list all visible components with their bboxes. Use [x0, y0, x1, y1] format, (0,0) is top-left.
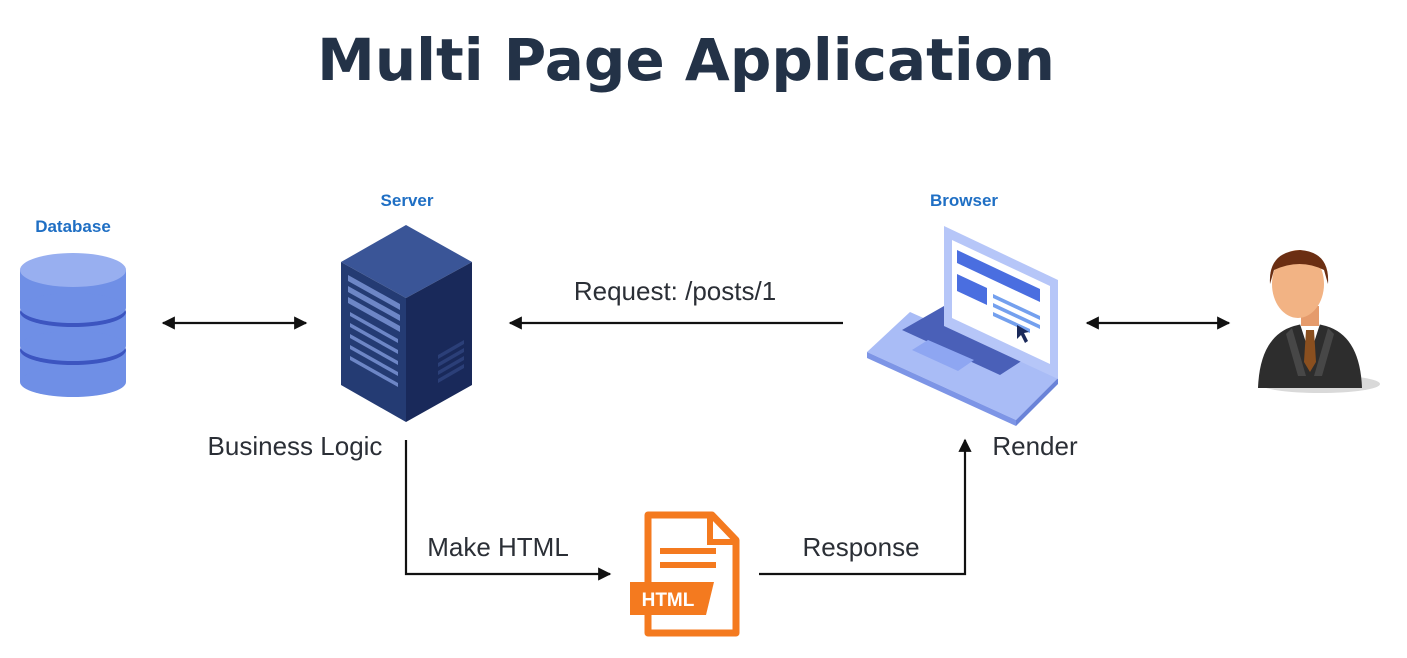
make-html-arrow: [404, 440, 612, 581]
page-title: Multi Page Application: [317, 26, 1055, 94]
response-arrow: [759, 438, 972, 576]
server-label: Server: [381, 191, 434, 210]
database-icon: [20, 253, 126, 397]
server-caption: Business Logic: [208, 431, 383, 461]
request-label: Request: /posts/1: [574, 276, 776, 306]
user-avatar-icon: [1258, 250, 1380, 393]
browser-label: Browser: [930, 191, 998, 210]
browser-caption: Render: [992, 431, 1078, 461]
html-badge-text: HTML: [642, 590, 695, 611]
html-file-icon: HTML: [630, 511, 740, 637]
laptop-icon: [867, 226, 1058, 426]
server-icon: [341, 225, 472, 422]
response-label: Response: [802, 532, 919, 562]
make-html-label: Make HTML: [427, 532, 569, 562]
database-label: Database: [35, 217, 111, 236]
